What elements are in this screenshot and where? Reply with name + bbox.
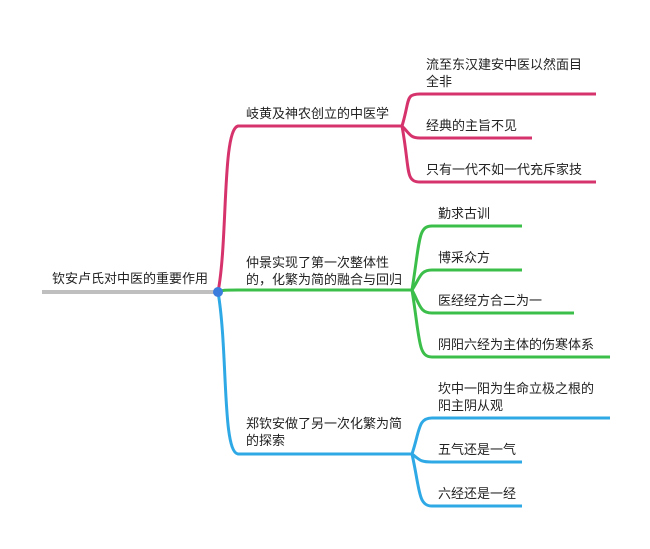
branch-3-topic[interactable]: 郑钦安做了另一次化繁为简的探索 <box>246 417 403 449</box>
branch-1-leaf-3-line <box>400 125 596 184</box>
branch-3-leaf-1[interactable]: 坎中一阳为生命立极之根的阳主阴从观 <box>438 382 595 414</box>
branch-1-leaf-2-line <box>400 124 532 140</box>
branch-1-leaf-1[interactable]: 流至东汉建安中医以然面目全非 <box>426 58 583 90</box>
branch-2-leaf-4-line <box>410 289 610 359</box>
branch-3-leaf-3-line <box>410 453 522 508</box>
root-node-dot[interactable] <box>213 287 223 297</box>
branch-3-leaf-2-line <box>411 452 522 464</box>
branch-3-connector <box>216 291 412 456</box>
branch-2-leaf-4[interactable]: 阴阳六经为主体的伤寒体系 <box>438 338 595 353</box>
branch-3-leaf-2[interactable]: 五气还是一气 <box>438 443 517 458</box>
branch-1-connector <box>216 124 402 293</box>
branch-2-leaf-1-line <box>410 224 522 291</box>
branch-2-leaf-3[interactable]: 医经经方合二为一 <box>438 294 543 309</box>
root-topic[interactable]: 钦安卢氏对中医的重要作用 <box>52 272 209 287</box>
branch-3-leaf-1-line <box>410 416 610 455</box>
branch-1-leaf-1-line <box>400 92 596 127</box>
branch-1-leaf-2[interactable]: 经典的主旨不见 <box>426 119 518 134</box>
branch-2-leaf-2-line <box>410 268 522 291</box>
branch-2-leaf-2[interactable]: 博采众方 <box>438 251 491 266</box>
branch-2-leaf-3-line <box>410 289 574 315</box>
branch-3-leaf-3[interactable]: 六经还是一经 <box>438 487 517 502</box>
branch-2-connector <box>217 288 412 294</box>
branch-1-topic[interactable]: 岐黄及神农创立的中医学 <box>246 107 390 122</box>
branch-2-leaf-1[interactable]: 勤求古训 <box>438 207 491 222</box>
branch-2-topic[interactable]: 仲景实现了第一次整体性的，化繁为简的融合与回归 <box>246 256 403 288</box>
branch-1-leaf-3[interactable]: 只有一代不如一代充斥家技 <box>426 163 583 178</box>
